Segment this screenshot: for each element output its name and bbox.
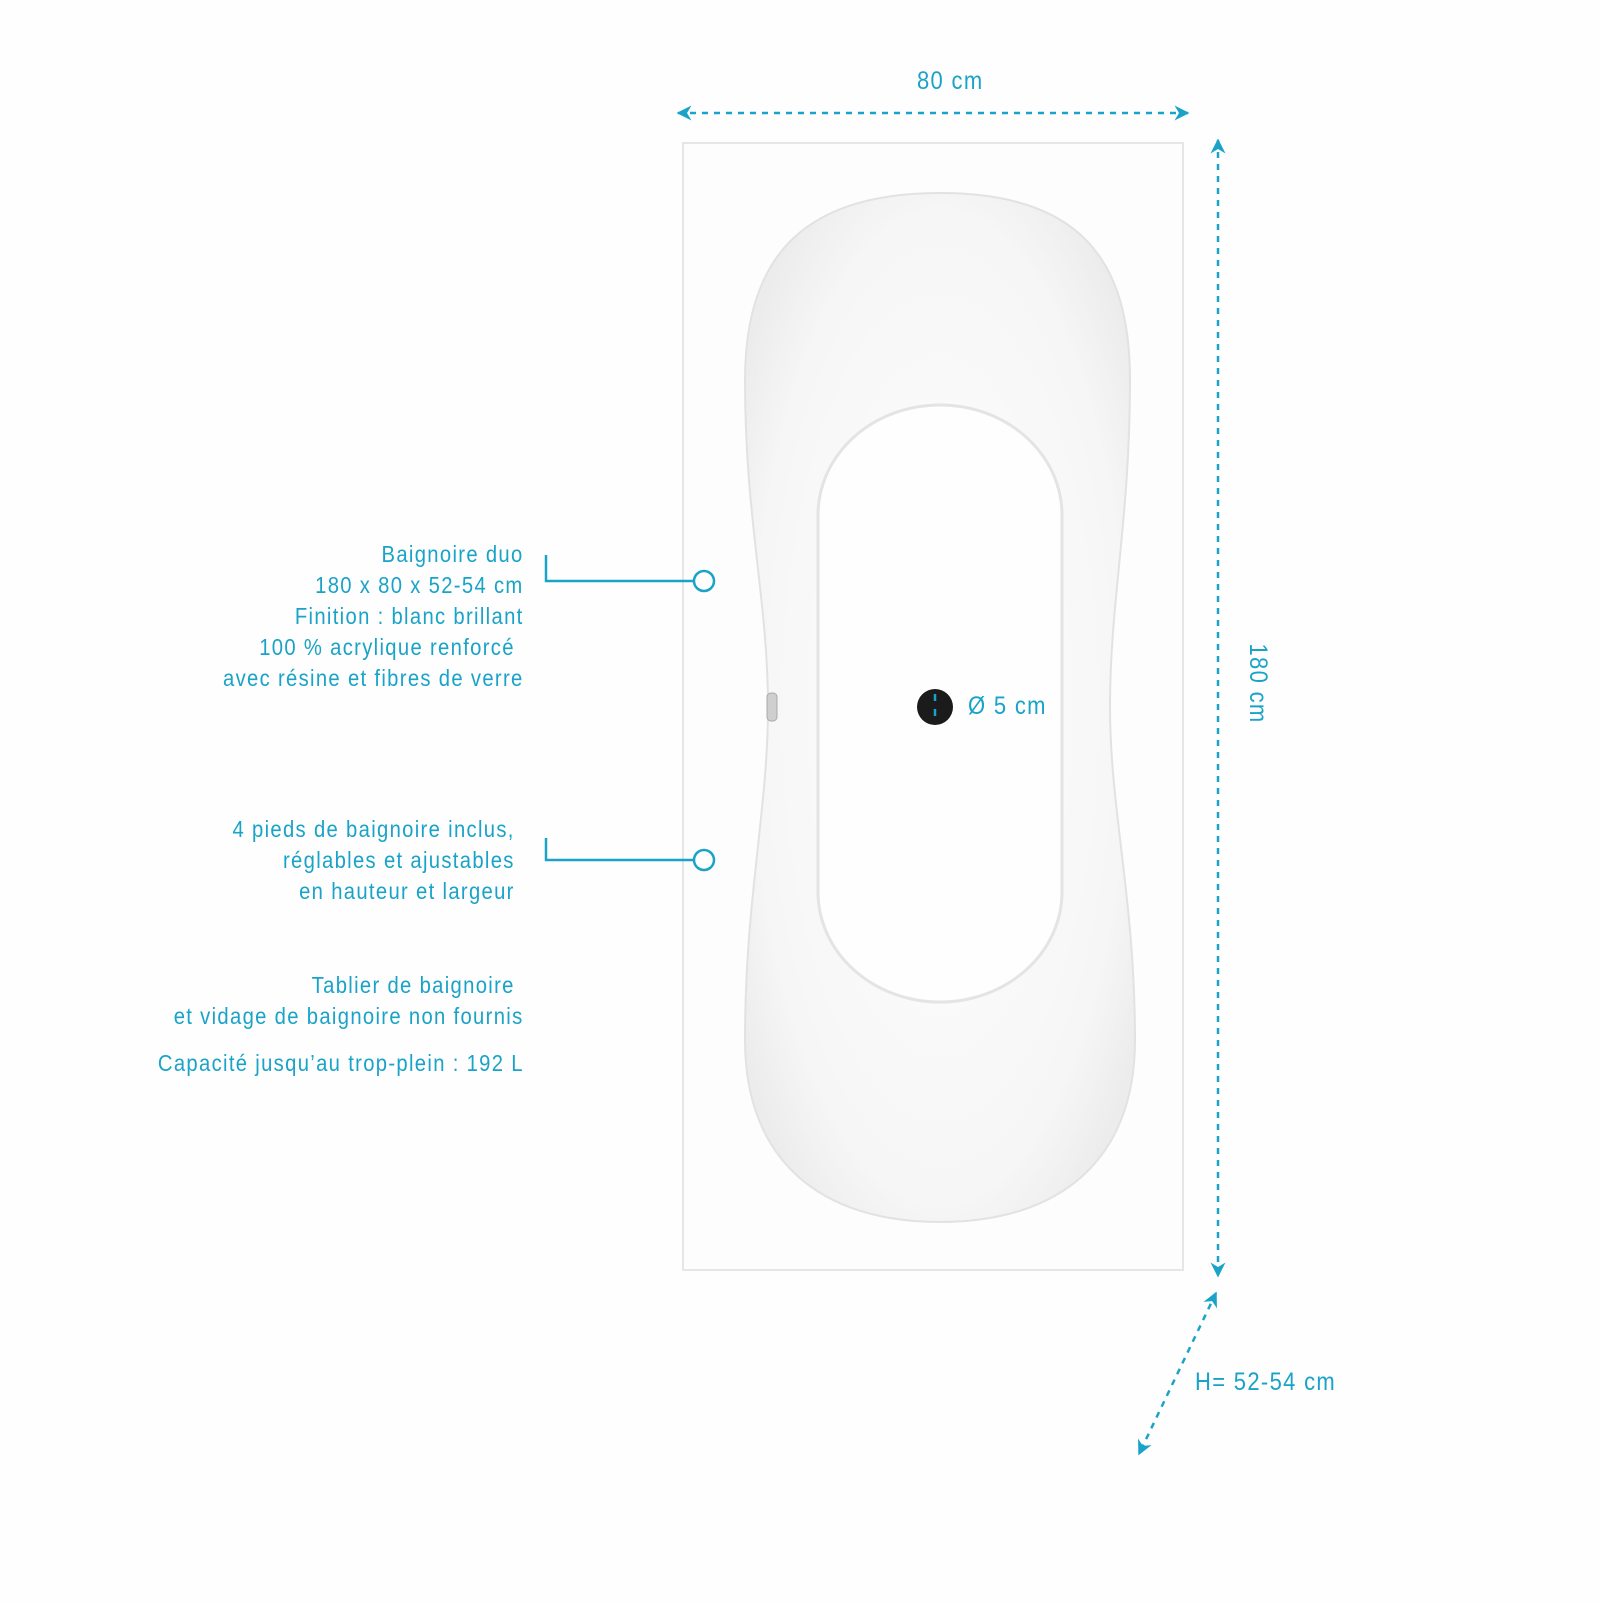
callout-line: 4 pieds de baignoire inclus,: [232, 816, 515, 842]
callout-specs: Baignoire duo 180 x 80 x 52-54 cm Finiti…: [223, 539, 524, 694]
drain-icon: [917, 689, 953, 725]
overflow-icon: [766, 692, 778, 722]
capacity-note: Capacité jusqu’au trop-plein : 192 L: [158, 1050, 524, 1076]
height-dimension-arrow: [1137, 1291, 1218, 1456]
callout-line: en hauteur et largeur: [299, 878, 515, 904]
callout-line: réglables et ajustables: [283, 847, 515, 873]
height-label: H= 52-54 cm: [1195, 1368, 1337, 1396]
callout-leader-2: [544, 838, 716, 872]
callout-line: 100 % acrylique renforcé: [259, 634, 516, 660]
callout-line: Baignoire duo: [381, 541, 524, 567]
not-included-note: Tablier de baignoire et vidage de baigno…: [174, 970, 524, 1032]
callout-feet: 4 pieds de baignoire inclus, réglables e…: [233, 814, 515, 907]
note-line: Tablier de baignoire: [312, 972, 516, 998]
note-line: et vidage de baignoire non fournis: [174, 1003, 524, 1029]
callout-leader-1: [544, 555, 716, 593]
drain-diameter-label: Ø 5 cm: [968, 692, 1047, 720]
callout-line: 180 x 80 x 52-54 cm: [315, 572, 524, 598]
width-label: 80 cm: [917, 67, 984, 95]
callout-line: avec résine et fibres de verre: [223, 665, 524, 691]
callout-line: Finition : blanc brillant: [295, 603, 524, 629]
length-label: 180 cm: [1243, 643, 1272, 724]
